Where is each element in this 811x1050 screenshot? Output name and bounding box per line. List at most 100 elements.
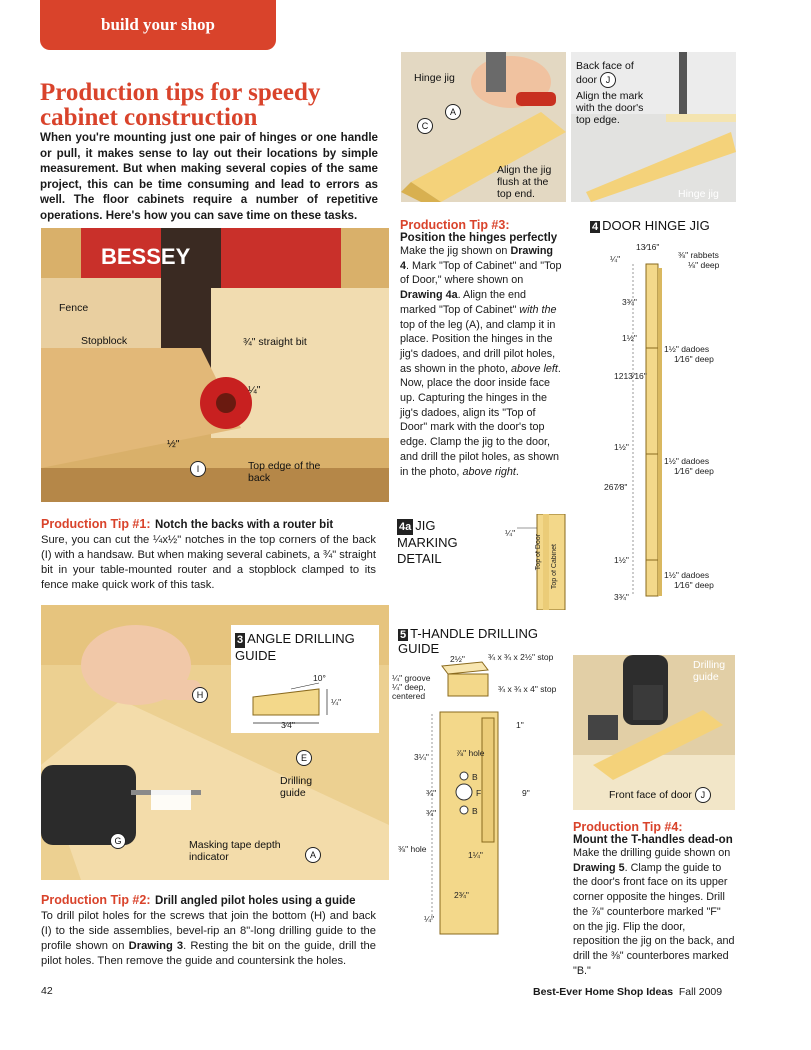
tip1-subhead: Notch the backs with a router bit (154, 519, 334, 531)
drawing5-hole78: ⅞" hole (456, 748, 485, 758)
article-title: Production tips for speedy cabinet const… (40, 79, 321, 131)
drawing3-number: 3 (235, 633, 246, 648)
top-edge-label: Top edge of the back (248, 460, 321, 484)
part-a-marker: A (305, 847, 321, 863)
drawing4-rabbets: ⅜" rabbets (678, 250, 719, 260)
drawing4-dadoes1-deep: 1⁄16" deep (674, 354, 714, 364)
t-handle-photo-art (573, 655, 735, 810)
part-h-marker: H (192, 687, 208, 703)
tip2-subhead: Drill angled pilot holes using a guide (154, 895, 356, 907)
half-inch-label: ½" (167, 438, 180, 450)
drawing5-label-b2: B (472, 806, 478, 816)
stopblock-label: Stopblock (81, 335, 128, 347)
part-e-marker: E (296, 750, 312, 766)
drawing5-dim-1: 1" (516, 720, 524, 730)
drawing4-rabbets-deep: ⅛" deep (688, 260, 720, 270)
part-j-marker-photo5: J (694, 787, 711, 803)
drawing5-title: T-HANDLE DRILLING GUIDE (398, 626, 538, 656)
tip4-heading: Production Tip #4: (573, 820, 683, 834)
drawing5-dim-34b: ¾" (426, 808, 437, 818)
drawing4-dadoes3-deep: 1⁄16" deep (674, 580, 714, 590)
drawing4-dadoes2: 1½" dadoes (664, 456, 710, 466)
hinge-jig-label: Hinge jig (414, 72, 455, 84)
photo-hinge-jig-leg: Hinge jig A C Align the jig flush at the… (401, 52, 566, 202)
bit-label: ¾" straight bit (243, 336, 307, 348)
back-face-label: Back face of door J (576, 60, 634, 88)
drawing5-dim-34a: ¾" (426, 788, 437, 798)
tip1-heading: Production Tip #1: (41, 517, 151, 531)
align-flush-label: Align the jig flush at the top end. (497, 164, 552, 200)
part-g-marker: G (110, 833, 126, 849)
drilling-guide-label: Drilling guide (280, 775, 313, 799)
drawing4-dim-112a: 1½" (622, 333, 637, 343)
drawing4-number: 4 (590, 221, 601, 233)
drawing5-dim-9: 9" (522, 788, 530, 798)
photo-t-handle-guide: Drilling guide Front face of door J (573, 655, 735, 810)
drawing5-label-f: F (476, 788, 482, 798)
drawing4a-art (517, 514, 566, 610)
quarter-inch-label: ¼" (248, 384, 261, 396)
drawing4a-number: 4a (397, 519, 414, 535)
tip4-body: Make the drilling guide shown on Drawing… (573, 847, 735, 977)
drawing5-dim-314: 3¼" (414, 752, 429, 762)
section-tab-label: build your shop (100, 15, 216, 34)
drawing5-dim-234: 2¾" (454, 890, 469, 900)
clamp-brand-text: BESSEY (101, 244, 191, 269)
drawing3-profile (252, 682, 328, 724)
align-mark-label: Align the mark with the door's top edge. (576, 90, 644, 126)
drilling-photo-art (41, 605, 389, 880)
tip2-block: Production Tip #2: Drill angled pilot ho… (41, 891, 376, 969)
drawing5-hole38: ⅜" hole (398, 844, 427, 854)
part-j-marker: J (599, 72, 616, 88)
magazine-name: Best-Ever Home Shop Ideas (533, 986, 674, 998)
tip4-subhead: Mount the T-handles dead-on (573, 834, 733, 846)
drawing4-dadoes2-deep: 1⁄16" deep (674, 466, 714, 476)
drawing5-groove: ¼" groove ¼" deep, centered (392, 673, 431, 701)
part-i-marker: I (190, 461, 206, 477)
drawing5-dim-212: 2½" (450, 654, 465, 664)
tip3-body: Make the jig shown on Drawing 4. Mark "T… (400, 245, 562, 478)
drawing5-label-b1: B (472, 772, 478, 782)
part-c-marker: C (417, 118, 433, 134)
drawing4a-title: JIG MARKING DETAIL (397, 518, 458, 566)
drawing5-dim-114: 1¼" (468, 850, 483, 860)
drawing5-stop1: ¾ x ¾ x 2½" stop (488, 652, 554, 662)
drawing4-title: DOOR HINGE JIG (602, 218, 710, 233)
drawing3-length: 3⁄4" (281, 720, 295, 730)
drawing5-stop2: ¾ x ¾ x 4" stop (498, 684, 557, 694)
drawing4-quarter: ¼" (610, 254, 621, 264)
hinge-jig-label-photo4: Hinge jig (678, 188, 719, 200)
door-photo-art (571, 52, 736, 202)
drawing4a-top-door: Top of Door (535, 534, 542, 571)
tip3-subhead: Position the hinges perfectly (400, 232, 558, 244)
router-photo-art: BESSEY (41, 228, 389, 502)
tip1-block: Production Tip #1: Notch the backs with … (41, 515, 376, 593)
drawing4a-top-cabinet: Top of Cabinet (551, 544, 558, 590)
drawing4-jig-art (632, 263, 662, 597)
drawing4-dim-1213: 1213⁄16" (614, 371, 647, 381)
photo-router-notch: BESSEY Fence Stopblock ¾" straight bit ¼… (41, 228, 389, 502)
drawing4-dim-112c: 1½" (614, 555, 629, 565)
footer-credit: Best-Ever Home Shop Ideas Fall 2009 (533, 986, 722, 998)
tip4-block: Production Tip #4: Mount the T-handles d… (573, 820, 735, 978)
drawing5-art (431, 661, 499, 935)
tip3-heading: Production Tip #3: (400, 218, 510, 232)
drawing5-dim-14: ¼" (424, 914, 435, 924)
drawing4-dim-334a: 3¾" (622, 297, 637, 307)
drawing4a-quarter: ¼" (505, 528, 516, 538)
tip1-body: Sure, you can cut the ¼x½" notches in th… (41, 534, 376, 591)
drawing3-angle: 10° (313, 673, 326, 683)
issue-date: Fall 2009 (678, 986, 723, 998)
page-number: 42 (41, 985, 53, 997)
section-tab: build your shop (40, 0, 276, 50)
drilling-guide-label-photo5: Drilling guide (693, 659, 726, 683)
tip2-body: To drill pilot holes for the screws that… (41, 910, 376, 967)
front-face-label: Front face of door J (609, 787, 711, 803)
drawing4-dim-2678: 267⁄8" (604, 482, 628, 492)
drawing4-top-dim: 13⁄16" (636, 242, 660, 252)
drawing4-dadoes1: 1½" dadoes (664, 344, 710, 354)
